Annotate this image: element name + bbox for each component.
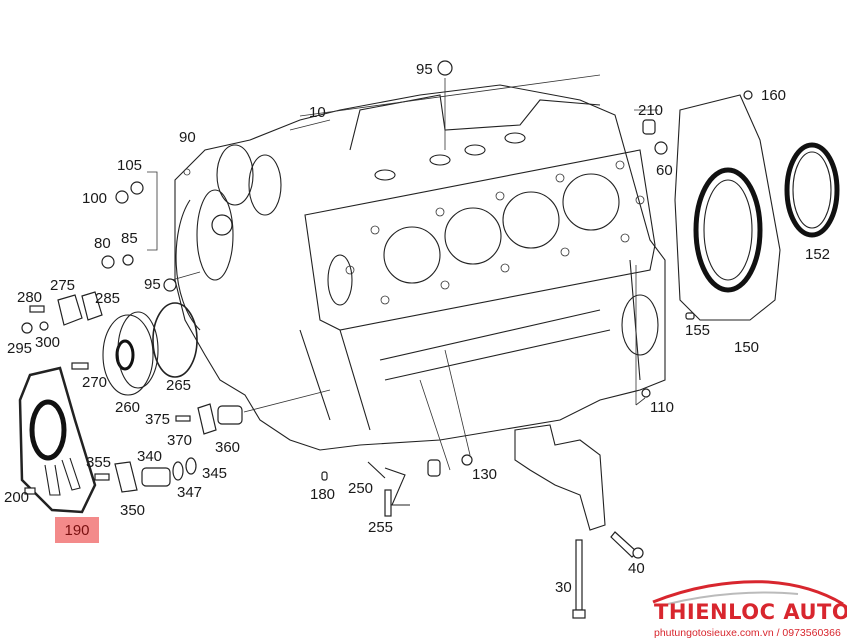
- part-label-260[interactable]: 260: [115, 399, 141, 416]
- part-label-250[interactable]: 250: [348, 480, 374, 497]
- rear-seal-ring: [784, 142, 840, 238]
- brand-contact: phutungotosieuxe.com.vn / 0973560366: [654, 627, 841, 639]
- part-label-95-top[interactable]: 95: [416, 61, 433, 78]
- o-ring-265: [152, 302, 198, 378]
- leader-lines: [147, 74, 658, 471]
- part-label-110[interactable]: 110: [650, 399, 674, 416]
- part-label-160[interactable]: 160: [761, 87, 787, 104]
- highlighted-part-label-190[interactable]: 190: [55, 517, 99, 543]
- part-label-10[interactable]: 10: [309, 104, 326, 121]
- car-swoosh-icon: [652, 580, 844, 606]
- part-label-285[interactable]: 285: [95, 290, 121, 307]
- part-label-155[interactable]: 155: [685, 322, 711, 339]
- part-label-345[interactable]: 345: [202, 465, 228, 482]
- part-label-270[interactable]: 270: [82, 374, 108, 391]
- part-label-180[interactable]: 180: [310, 486, 336, 503]
- part-label-340[interactable]: 340: [137, 448, 163, 465]
- part-label-355[interactable]: 355: [86, 454, 112, 471]
- part-label-60[interactable]: 60: [656, 162, 673, 179]
- part-label-255[interactable]: 255: [368, 519, 394, 536]
- part-label-150[interactable]: 150: [734, 339, 760, 356]
- front-cover-plate: [18, 366, 97, 514]
- part-label-300[interactable]: 300: [35, 334, 61, 351]
- part-label-30[interactable]: 30: [555, 579, 572, 596]
- engine-block: [174, 84, 666, 451]
- part-label-85[interactable]: 85: [121, 230, 138, 247]
- part-label-370[interactable]: 370: [167, 432, 193, 449]
- part-label-350[interactable]: 350: [120, 502, 146, 519]
- part-label-280[interactable]: 280: [17, 289, 43, 306]
- watermark-logo: THIENLOC AUTO phutungotosieuxe.com.vn / …: [648, 578, 847, 641]
- part-label-295[interactable]: 295: [7, 340, 33, 357]
- part-label-265[interactable]: 265: [166, 377, 192, 394]
- pulley-260: [102, 311, 159, 396]
- part-label-360[interactable]: 360: [215, 439, 241, 456]
- part-label-210[interactable]: 210: [638, 102, 664, 119]
- rear-cover-plate: [674, 94, 781, 321]
- part-label-190: 190: [64, 521, 90, 539]
- part-label-105[interactable]: 105: [117, 157, 143, 174]
- part-label-275[interactable]: 275: [50, 277, 76, 294]
- part-label-347[interactable]: 347: [177, 484, 203, 501]
- part-label-375[interactable]: 375: [145, 411, 171, 428]
- part-label-152[interactable]: 152: [805, 246, 831, 263]
- small-parts: [21, 60, 753, 619]
- part-label-40[interactable]: 40: [628, 560, 645, 577]
- part-label-200[interactable]: 200: [4, 489, 30, 506]
- part-label-90[interactable]: 90: [179, 129, 196, 146]
- part-label-100[interactable]: 100: [82, 190, 108, 207]
- part-label-95-left[interactable]: 95: [144, 276, 161, 293]
- brand-name: THIENLOC AUTO: [654, 600, 847, 624]
- part-label-130[interactable]: 130: [472, 466, 498, 483]
- part-label-80[interactable]: 80: [94, 235, 111, 252]
